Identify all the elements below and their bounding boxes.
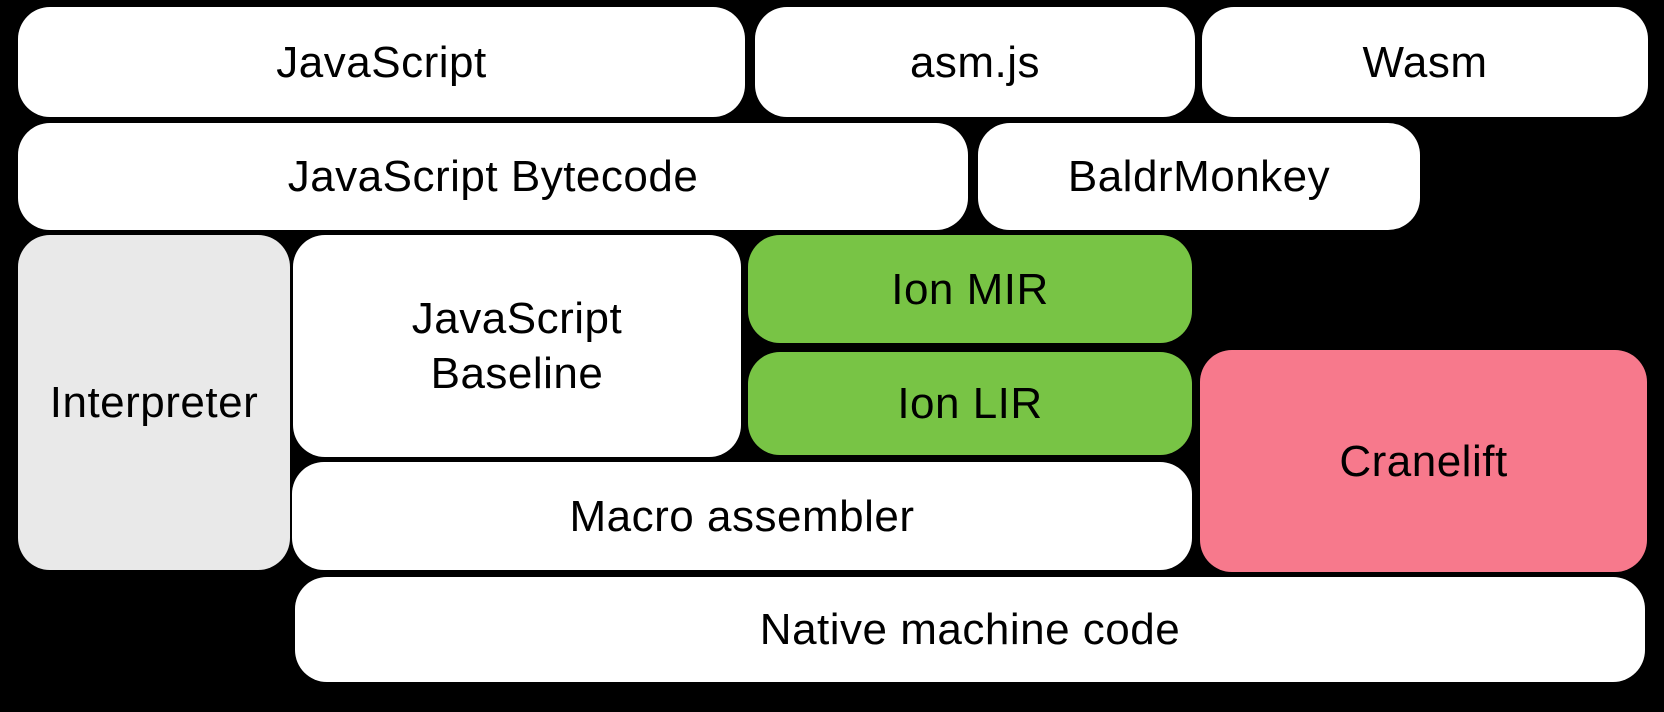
cranelift-label: Cranelift: [1339, 436, 1508, 486]
ion-mir-label: Ion MIR: [891, 264, 1049, 314]
ion-lir-box: Ion LIR: [748, 352, 1192, 455]
asmjs-label: asm.js: [909, 37, 1041, 87]
javascript-label: JavaScript: [276, 37, 487, 87]
native-machine-code-label: Native machine code: [759, 605, 1181, 654]
javascript-bytecode-label: JavaScript Bytecode: [287, 152, 699, 201]
native-machine-code-box: Native machine code: [295, 577, 1645, 682]
baldrmonkey-label: BaldrMonkey: [1067, 152, 1331, 201]
javascript-box: JavaScript: [18, 7, 745, 117]
interpreter-box: Interpreter: [18, 235, 290, 570]
javascript-bytecode-box: JavaScript Bytecode: [18, 123, 968, 230]
interpreter-label: Interpreter: [49, 378, 259, 427]
ion-lir-label: Ion LIR: [897, 379, 1043, 428]
wasm-box: Wasm: [1202, 7, 1648, 117]
javascript-baseline-box: JavaScript Baseline: [293, 235, 741, 457]
wasm-label: Wasm: [1362, 37, 1488, 87]
ion-mir-box: Ion MIR: [748, 235, 1192, 343]
macro-assembler-label: Macro assembler: [569, 491, 915, 541]
asmjs-box: asm.js: [755, 7, 1195, 117]
macro-assembler-box: Macro assembler: [292, 462, 1192, 570]
cranelift-box: Cranelift: [1200, 350, 1647, 572]
javascript-baseline-label: JavaScript Baseline: [411, 294, 623, 398]
baldrmonkey-box: BaldrMonkey: [978, 123, 1420, 230]
